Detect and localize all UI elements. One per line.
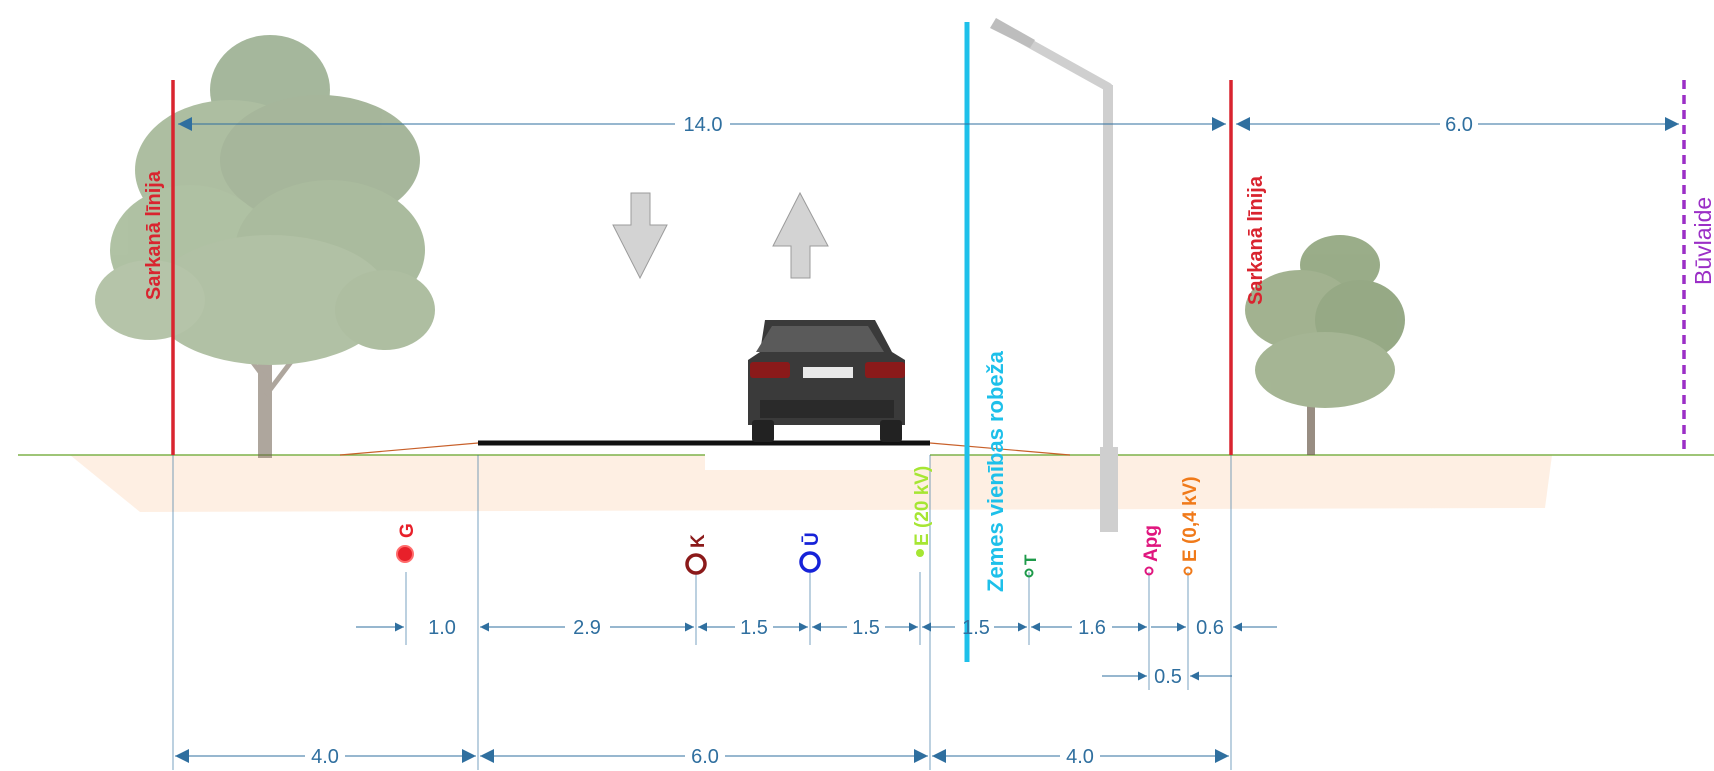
water-label: Ū [802,532,823,546]
gas-label: G [397,523,418,538]
utility-telecom: T [1021,554,1040,578]
sewer-label: K [688,534,709,548]
utility-water: Ū [799,532,823,573]
top-dimension-14: 14.0 [178,114,1226,136]
dim-4-0-right-label: 4.0 [1066,746,1094,768]
dim-1-0-label: 1.0 [428,617,456,639]
dim-6-top-label: 6.0 [1445,114,1473,136]
building-line-label: Būvlaide [1690,197,1714,285]
dim-14-label: 14.0 [684,114,723,136]
utility-power-04kv: E (0,4 kV) [1180,476,1201,576]
tree-left-icon [95,35,435,458]
utility-gas: G [396,523,418,563]
dim-6-0-bottom-label: 6.0 [691,746,719,768]
dim-1-5-c-label: 1.5 [962,617,990,639]
dim-1-5-b-label: 1.5 [852,617,880,639]
telecom-label: T [1021,554,1040,565]
car-icon [748,320,905,442]
red-line-left-label: Sarkanā līnija [143,170,165,300]
extension-lines [172,455,1232,770]
left-slope [339,442,479,456]
soil-band [70,455,1552,512]
utility-power-20kv: E (20 kV) [912,466,933,557]
top-dimension-6: 6.0 [1236,114,1679,136]
right-slope [929,442,1071,456]
middle-dimension-row: 1.0 2.9 1.5 1.5 1.5 1.6 0.6 [356,617,1277,639]
tree-right-icon [1245,235,1405,455]
dim-0-6-label: 0.6 [1196,617,1224,639]
road-base [705,446,930,470]
dim-4-0-left-label: 4.0 [311,746,339,768]
street-lamp-icon [990,18,1118,532]
land-boundary-label: Zemes vienības robeža [983,350,1008,592]
red-line-right-label: Sarkanā līnija [1245,175,1267,305]
dim-2-9-label: 2.9 [573,617,601,639]
utility-lighting: Apg [1141,525,1162,576]
dim-1-5-a-label: 1.5 [740,617,768,639]
lighting-label: Apg [1141,525,1162,562]
arrow-up-icon [772,191,829,279]
power-04kv-label: E (0,4 kV) [1180,476,1201,562]
arrow-down-icon [612,192,668,280]
bottom-dimension-row: 4.0 6.0 4.0 [175,746,1229,768]
dimension-0-5: 0.5 [1102,666,1232,688]
utility-sewer: K [685,534,709,575]
dim-1-6-label: 1.6 [1078,617,1106,639]
power-20kv-label: E (20 kV) [912,466,933,546]
dim-0-5-label: 0.5 [1154,666,1182,688]
